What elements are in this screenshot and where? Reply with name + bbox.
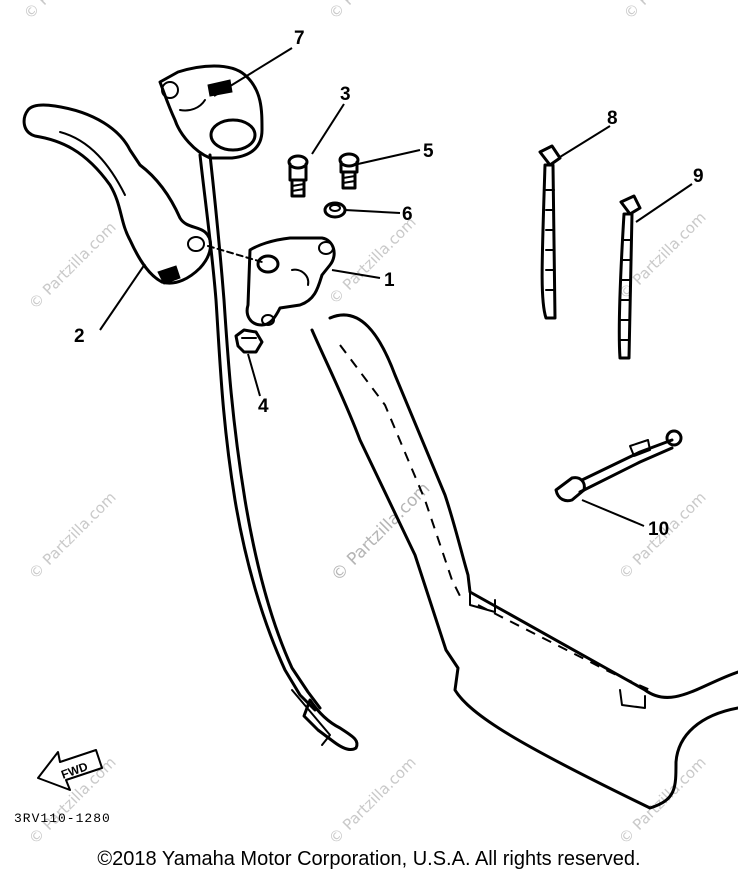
collar-6 xyxy=(323,201,347,219)
callout-10: 10 xyxy=(648,519,669,540)
callout-6: 6 xyxy=(402,204,413,225)
watermark: © Partzilla.com xyxy=(325,213,420,308)
callout-9: 9 xyxy=(693,166,704,187)
callout-numbers: 7 3 5 6 1 2 4 8 9 10 xyxy=(74,28,704,540)
callout-7: 7 xyxy=(294,28,305,49)
cable-tie-8 xyxy=(538,144,562,320)
callout-2: 2 xyxy=(74,326,85,347)
copyright-notice: ©2018 Yamaha Motor Corporation, U.S.A. A… xyxy=(97,848,641,870)
lever-bracket xyxy=(245,236,336,327)
watermark: © Partzilla.com xyxy=(620,0,715,23)
bolt-5 xyxy=(338,152,360,190)
watermark: © Partzilla.com xyxy=(325,753,420,848)
switch-housing xyxy=(158,64,264,160)
ground-lead-10 xyxy=(554,429,683,503)
leader-lines xyxy=(99,47,693,527)
handlebar xyxy=(310,313,738,810)
diagram-code: 3RV110-1280 xyxy=(14,811,111,826)
cable-tie-9 xyxy=(617,194,642,360)
callout-4: 4 xyxy=(258,396,269,417)
clutch-lever xyxy=(22,103,263,285)
watermark: © Partzilla.com xyxy=(20,0,115,23)
watermark: © Partzilla.com xyxy=(25,218,120,313)
bolt-3 xyxy=(287,154,309,198)
callout-1: 1 xyxy=(384,270,395,291)
watermark: © Partzilla.com xyxy=(615,753,710,848)
watermark: © Partzilla.com xyxy=(325,0,420,23)
callout-5: 5 xyxy=(423,141,434,162)
nut-4 xyxy=(234,328,264,354)
callout-8: 8 xyxy=(607,108,618,129)
callout-3: 3 xyxy=(340,84,351,105)
watermark: © Partzilla.com xyxy=(25,488,120,583)
switch-wire xyxy=(198,153,359,752)
